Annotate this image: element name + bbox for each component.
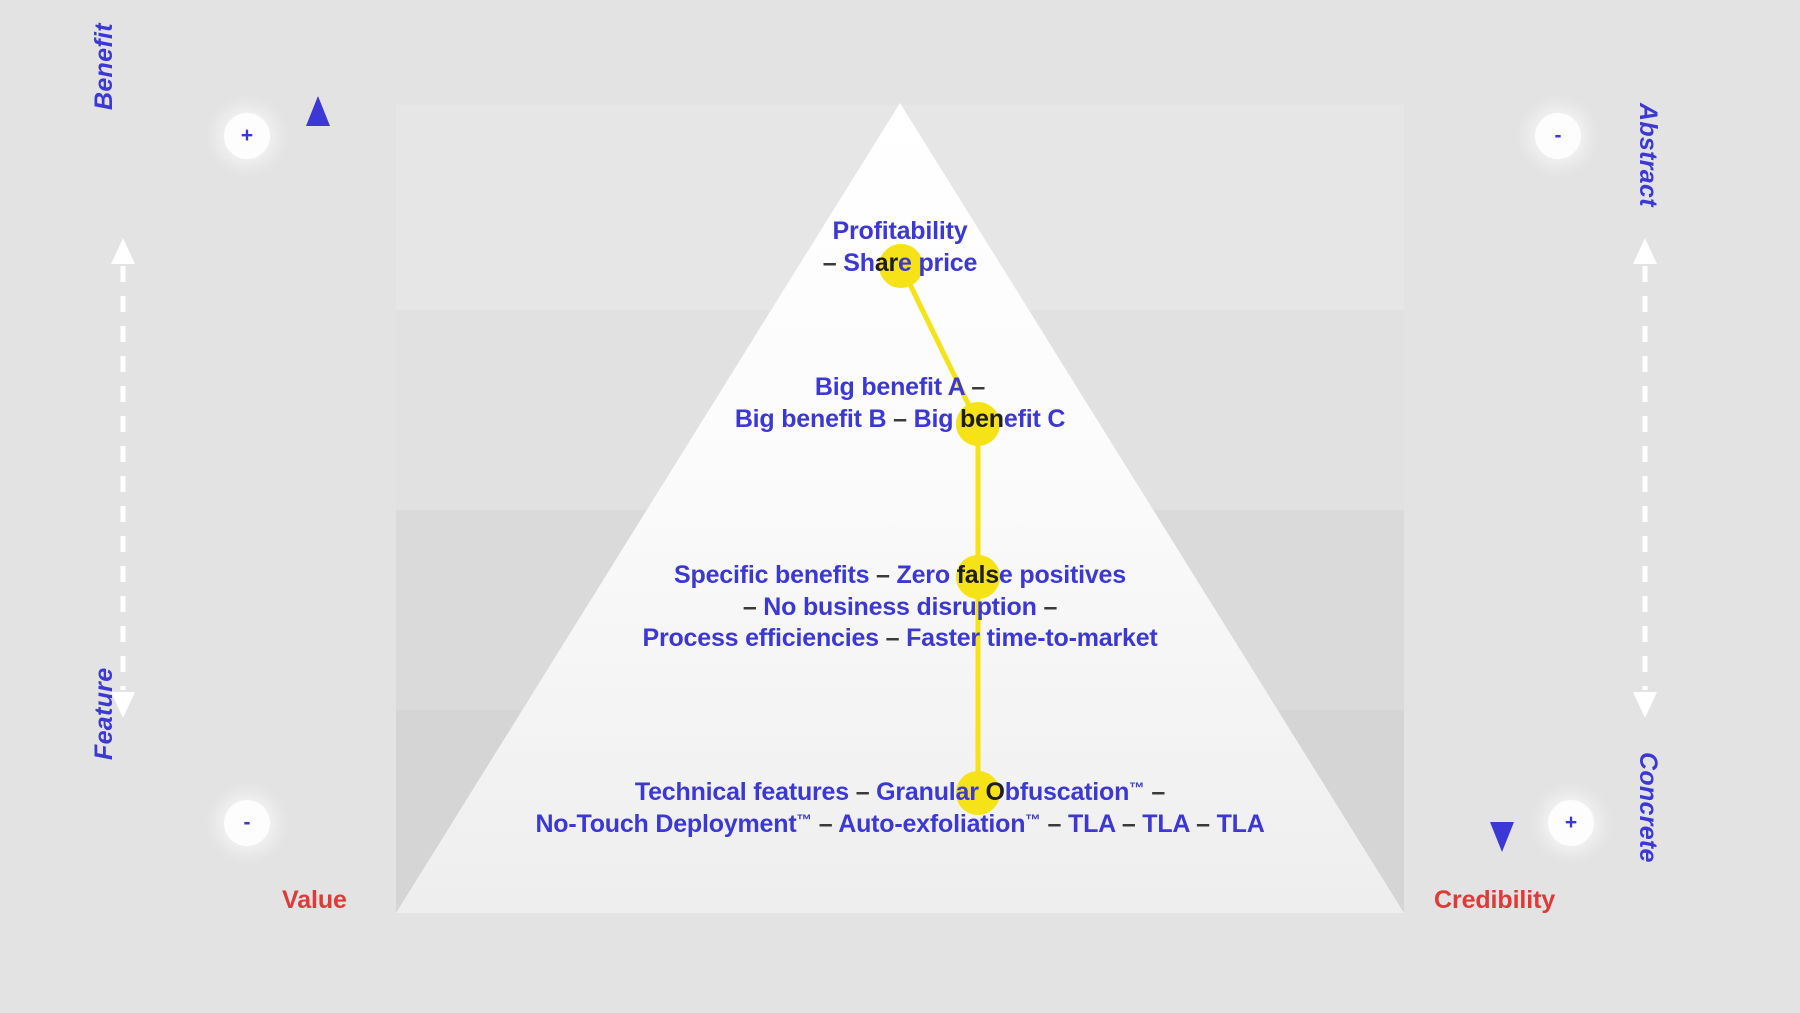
- tier-text-run: TLA: [1142, 809, 1190, 838]
- tier-text-line: Big benefit A –: [0, 372, 1800, 404]
- axis-label-benefit: Benefit: [90, 23, 118, 110]
- tier-text-run: ™: [1129, 780, 1145, 798]
- tier-text-specific-benefits: Specific benefits – Zero false positives…: [0, 560, 1800, 655]
- tier-text-run: Big: [913, 404, 961, 433]
- solid-arrow-down-right: [1489, 96, 1515, 852]
- caption-credibility: Credibility: [1434, 886, 1556, 914]
- tier-text-run: Big benefit B: [734, 404, 887, 433]
- tier-text-run: Big benefit A: [814, 373, 965, 401]
- tier-text-run: e price: [898, 248, 978, 277]
- tier-text-run: Technical features: [634, 778, 849, 806]
- tier-text-run: –: [1189, 809, 1217, 838]
- tier-text-run: ar: [874, 248, 899, 277]
- tier-text-run: TLA: [1216, 809, 1265, 838]
- tier-text-run: efit C: [1003, 404, 1066, 433]
- tier-text-run: –: [964, 373, 986, 401]
- axis-label-concrete: Concrete: [1634, 752, 1662, 863]
- tier-text-run: bfuscation: [1004, 778, 1130, 806]
- tier-text-run: –: [1115, 809, 1143, 838]
- tier-text-run: TLA: [1068, 809, 1116, 838]
- dashed-double-arrow-left: [110, 238, 136, 718]
- tier-text-run: Auto-exfoliation: [838, 809, 1026, 838]
- tier-text-run: –: [848, 778, 877, 806]
- plus-badge-benefit[interactable]: +: [224, 113, 270, 159]
- tier-text-line: Process efficiencies – Faster time-to-ma…: [0, 623, 1800, 655]
- minus-badge-abstract[interactable]: -: [1535, 113, 1581, 159]
- tier-text-run: No business disruption: [763, 592, 1037, 621]
- tier-text-run: –: [1144, 778, 1166, 806]
- tier-text-run: Specific benefits: [674, 561, 870, 589]
- tier-text-run: –: [1036, 592, 1058, 621]
- minus-badge-feature[interactable]: -: [224, 800, 270, 846]
- tier-text-line: Big benefit B – Big benefit C: [0, 404, 1800, 436]
- tier-text-run: –: [811, 809, 839, 838]
- caption-value: Value: [282, 886, 347, 914]
- tier-text-run: –: [822, 248, 844, 277]
- tier-text-run: Process efficiencies: [642, 624, 879, 652]
- solid-arrow-up-left: [305, 96, 331, 836]
- tier-text-run: ™: [796, 811, 812, 829]
- tier-text-technical-features: Technical features – Granular Obfuscatio…: [0, 777, 1800, 840]
- tier-text-run: e positives: [998, 561, 1126, 589]
- tier-text-run: Zero: [896, 561, 957, 589]
- tier-text-line: No-Touch Deployment™ – Auto-exfoliation™…: [0, 809, 1800, 841]
- tier-text-line: Technical features – Granular Obfuscatio…: [0, 777, 1800, 809]
- tier-text-run: –: [886, 404, 914, 433]
- tier-text-run: –: [869, 561, 897, 589]
- plus-badge-concrete[interactable]: +: [1548, 800, 1594, 846]
- tier-text-run: –: [878, 624, 907, 652]
- tier-text-run: Sh: [843, 248, 875, 277]
- tier-text-run: Granular: [876, 778, 986, 806]
- tier-text-run: ™: [1025, 811, 1041, 829]
- tier-text-run: –: [742, 592, 764, 621]
- tier-text-line: – Share price: [0, 248, 1800, 280]
- tier-text-run: O: [985, 778, 1005, 806]
- tier-text-line: Specific benefits – Zero false positives: [0, 560, 1800, 592]
- tier-text-run: No-Touch Deployment: [535, 809, 797, 838]
- tier-text-line: Profitability: [0, 216, 1800, 248]
- tier-text-run: fals: [956, 561, 999, 589]
- tier-text-run: Faster time-to-market: [906, 624, 1158, 652]
- tier-text-big-benefits: Big benefit A –Big benefit B – Big benef…: [0, 372, 1800, 435]
- tier-text-run: Profitability: [832, 217, 968, 245]
- axis-label-abstract: Abstract: [1634, 103, 1662, 207]
- dashed-double-arrow-right: [1632, 238, 1658, 718]
- tier-text-run: –: [1040, 809, 1068, 838]
- tier-text-run: ben: [960, 404, 1004, 433]
- tier-text-line: – No business disruption –: [0, 592, 1800, 624]
- tier-text-profitability: Profitability – Share price: [0, 216, 1800, 279]
